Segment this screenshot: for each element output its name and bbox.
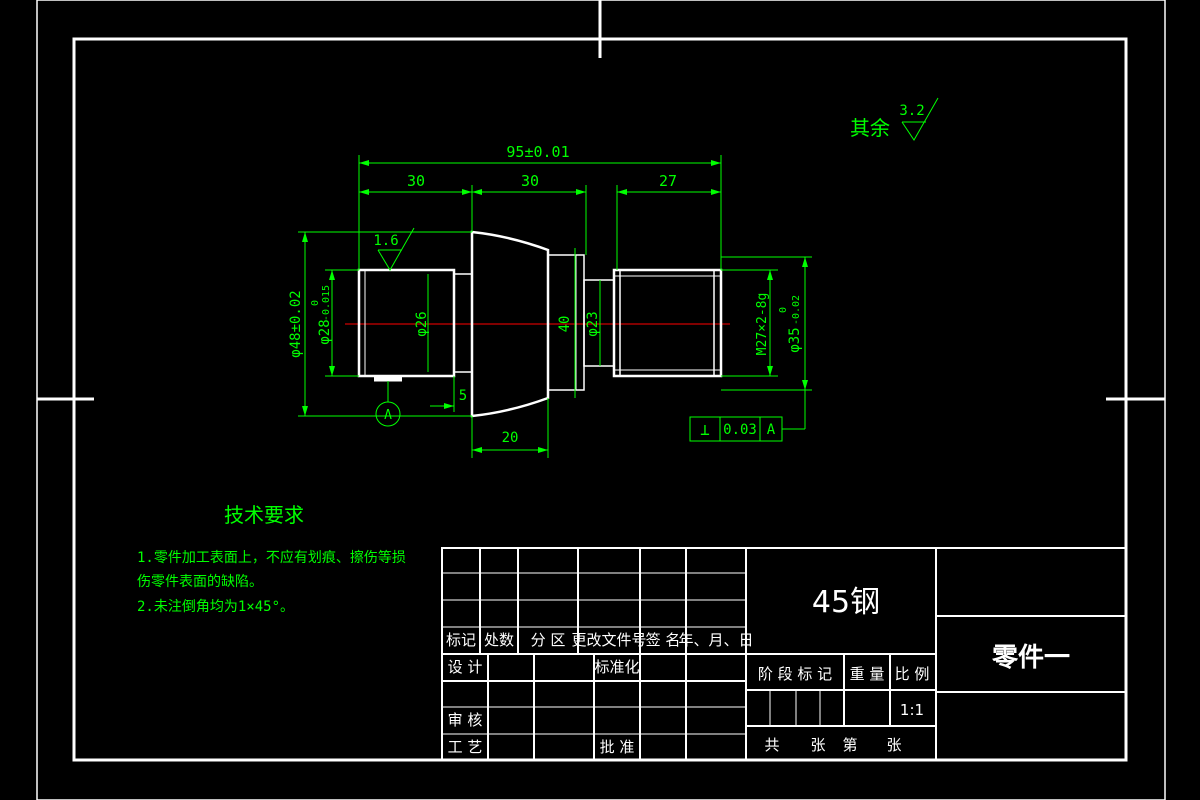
tb-rev-doc: 更改文件号: [571, 631, 646, 649]
tb-sheets-no: 第: [842, 736, 857, 754]
tb-material: 45钢: [812, 585, 880, 620]
tb-part-name: 零件一: [992, 643, 1070, 673]
dim-5: 5: [459, 388, 467, 404]
roughness-note-value: 3.2: [899, 103, 924, 119]
datum-label: A: [384, 408, 392, 423]
dim-dia-28: φ28: [317, 319, 333, 344]
roughness-local: 1.6: [373, 233, 398, 249]
dim-dia-28-lower: -0.015: [321, 285, 332, 321]
tb-sheets-total: 共: [764, 736, 779, 754]
shaft-thread: [612, 268, 723, 378]
tb-sheets-unit2: 张: [886, 736, 901, 754]
dim-dia-35: φ35: [787, 327, 803, 352]
dimension-lines: [298, 97, 939, 458]
tb-sheets-unit1: 张: [810, 736, 825, 754]
tb-process: 工 艺: [448, 738, 483, 756]
dimension-arrows: [302, 160, 808, 453]
tolerance-datum: A: [767, 422, 776, 438]
dim-thread: M27×2-8g: [755, 293, 770, 356]
dim-dia-35-lower: -0.02: [791, 295, 802, 325]
tb-rev-count: 处数: [484, 631, 514, 649]
roughness-note-label: 其余: [850, 116, 890, 140]
tb-review: 审 核: [448, 711, 483, 729]
dim-seg3: 27: [659, 172, 677, 190]
tb-approve: 批 准: [600, 738, 635, 756]
dim-dia-outer: φ48±0.02: [288, 290, 304, 357]
tech-req-line2: 伤零件表面的缺陷。: [137, 574, 263, 590]
dim-seg2: 30: [521, 172, 539, 190]
tb-rev-sign: 签 名: [646, 631, 681, 649]
dim-dia-35-upper: 0: [778, 307, 789, 313]
dim-dia-40: 40: [557, 316, 573, 333]
tech-req-line3: 2.未注倒角均为1×45°。: [137, 599, 294, 615]
dim-dia-26: φ26: [414, 311, 430, 336]
tech-req-line1: 1.零件加工表面上，不应有划痕、擦伤等损: [137, 549, 406, 566]
tb-stage-mark: 阶 段 标 记: [758, 665, 832, 683]
dim-overall: 95±0.01: [506, 143, 569, 161]
tb-scale-value: 1:1: [900, 701, 924, 719]
dim-dia-23: φ23: [585, 311, 601, 336]
dim-20: 20: [502, 430, 519, 446]
tb-scale-label: 比 例: [895, 665, 930, 683]
shaft-section-left: [357, 268, 456, 378]
tolerance-value: 0.03: [723, 422, 757, 438]
tb-rev-date: 年、月、日: [678, 631, 753, 649]
tolerance-symbol: ⊥: [700, 420, 710, 439]
dim-seg1: 30: [407, 172, 425, 190]
dim-dia-28-upper: 0: [310, 300, 321, 306]
tb-rev-mark: 标记: [446, 631, 476, 649]
tb-design: 设 计: [448, 658, 483, 676]
title-block: [441, 547, 1127, 761]
tech-req-title: 技术要求: [224, 503, 304, 527]
tb-weight: 重 量: [850, 665, 885, 683]
shaft-groove-left: [453, 273, 473, 373]
tb-standardize: 标准化: [594, 658, 639, 676]
tb-rev-zone: 分 区: [531, 631, 566, 649]
